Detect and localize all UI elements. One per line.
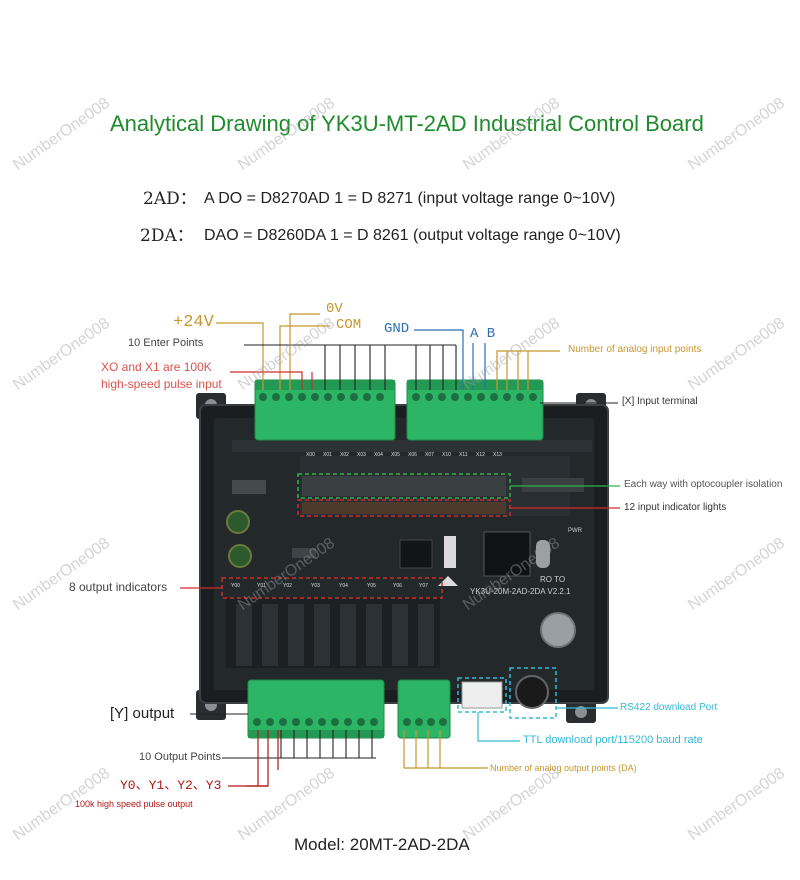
model-line: Model: 20MT-2AD-2DA — [294, 835, 470, 854]
enter-points-leaders — [244, 344, 618, 404]
callout-ab: A B — [470, 326, 496, 342]
callout-x0x1-line2: high-speed pulse input — [101, 377, 222, 391]
crystal — [536, 540, 550, 568]
chip-small — [399, 539, 433, 569]
input-label-x06: X06 — [408, 452, 417, 458]
callout-enter-points: 10 Enter Points — [128, 337, 204, 349]
screw-bottom-right — [575, 706, 587, 718]
terminal-block-analog-out[interactable] — [397, 679, 451, 739]
callout-0v: 0V — [326, 301, 343, 317]
callout-plus24v: +24V — [173, 313, 214, 332]
input-label-x07: X07 — [425, 452, 434, 458]
output-label-y07: Y07 — [419, 583, 428, 589]
formula-2da-value: DAO = D8260DA 1 = D 8261 (output voltage… — [204, 227, 621, 244]
input-label-x02: X02 — [340, 452, 349, 458]
board-model-print: YK3U-20M-2AD-2DA V2.2.1 — [470, 587, 571, 596]
input-label-x11: X11 — [459, 452, 468, 458]
y-pulse-leaders — [228, 730, 279, 787]
callout-y-output: [Y] output — [110, 705, 175, 722]
ttl-highlight — [457, 677, 507, 713]
comm-leaders — [414, 329, 486, 390]
component-a — [292, 548, 316, 558]
header-pins — [444, 536, 456, 568]
callout-x0x1-line1: XO and X1 are 100K — [101, 360, 212, 374]
input-label-x12: X12 — [476, 452, 485, 458]
output-label-y06: Y06 — [393, 583, 402, 589]
callout-y-pulse: Y0、Y1、Y2、Y3 — [120, 778, 222, 793]
input-label-x13: X13 — [493, 452, 502, 458]
input-label-x05: X05 — [391, 452, 400, 458]
formula-2ad-key: 2AD： — [143, 189, 197, 209]
rs422-highlight — [509, 667, 557, 719]
power-leaders — [216, 313, 560, 390]
page-title: Analytical Drawing of YK3U-MT-2AD Indust… — [110, 111, 704, 136]
callout-output-points: 10 Output Points — [139, 751, 221, 763]
ttl-leader — [477, 712, 520, 742]
output-label-y03: Y03 — [311, 583, 320, 589]
board-pwr-label: PWR — [568, 528, 582, 534]
output-label-y04: Y04 — [339, 583, 348, 589]
terminal-block-top-right[interactable] — [406, 379, 544, 441]
input-label-x03: X03 — [357, 452, 366, 458]
input-led-row — [302, 502, 506, 514]
callout-pulse-note: 100k high speed pulse output — [75, 799, 193, 809]
callout-input-terminal: [X] Input terminal — [622, 396, 698, 407]
ttl-connector[interactable] — [461, 681, 503, 709]
relay-area — [226, 598, 440, 668]
callout-input-lights: 12 input indicator lights — [624, 502, 727, 513]
output-label-y00: Y00 — [231, 583, 240, 589]
input-label-x00: X00 — [306, 452, 315, 458]
callout-analog-out: Number of analog output points (DA) — [490, 763, 637, 773]
input-label-x04: X04 — [374, 452, 383, 458]
callout-com: COM — [336, 317, 362, 333]
callout-optocoupler: Each way with optocoupler isolation — [624, 479, 783, 490]
formula-2da-key: 2DA： — [140, 226, 194, 246]
chip-mcu — [483, 531, 531, 577]
capacitor-1 — [226, 510, 250, 534]
warning-logo — [438, 576, 458, 586]
board-run-label: RO TO — [540, 575, 566, 584]
input-label-x01: X01 — [323, 452, 332, 458]
formula-2ad-value: A DO = D8270AD 1 = D 8271 (input voltage… — [204, 190, 616, 207]
output-label-y02: Y02 — [283, 583, 292, 589]
input-label-x10: X10 — [442, 452, 451, 458]
x0x1-leaders — [230, 371, 313, 390]
terminal-block-bottom-left[interactable] — [247, 679, 385, 739]
callout-gnd: GND — [384, 321, 410, 337]
output-label-y05: Y05 — [367, 583, 376, 589]
capacitor-2 — [228, 544, 252, 568]
output-points-leaders — [222, 730, 376, 759]
callout-rs422: RS422 download Port — [620, 702, 718, 713]
optocoupler-row — [302, 476, 584, 496]
header-strip — [232, 440, 592, 452]
analog-out-leaders — [403, 730, 488, 769]
callout-analog-in: Number of analog input points — [568, 344, 702, 355]
output-label-y01: Y01 — [257, 583, 266, 589]
callout-ttl: TTL download port/115200 baud rate — [523, 734, 703, 746]
callout-output-indicators: 8 output indicators — [69, 580, 168, 594]
fuse — [232, 480, 266, 494]
rs422-port[interactable] — [515, 675, 549, 709]
battery — [540, 612, 576, 648]
